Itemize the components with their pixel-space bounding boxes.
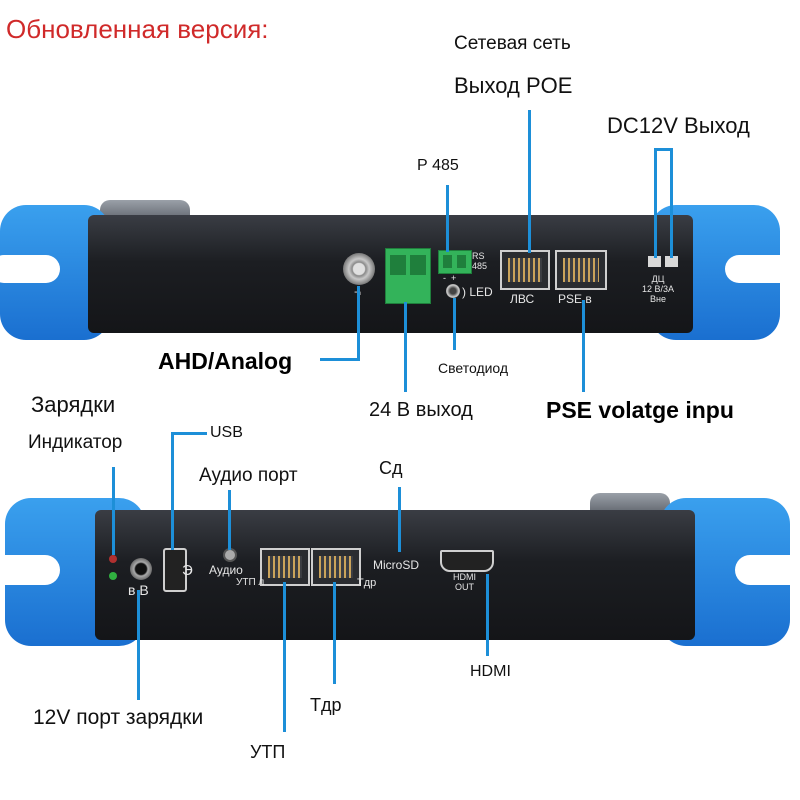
lan-device-label: ЛВС — [510, 292, 534, 306]
callout-pse — [582, 300, 585, 392]
label-hdmi: HDMI — [470, 663, 511, 681]
led-device-label: ) LED — [462, 285, 493, 299]
minus-plus-label: - + — [443, 273, 456, 283]
pse-port[interactable] — [555, 250, 607, 290]
callout-utp — [283, 582, 286, 732]
label-charging: Зарядки — [31, 392, 115, 418]
label-usb: USB — [210, 424, 243, 442]
callout-tdr — [333, 582, 336, 684]
callout-network — [528, 110, 531, 253]
callout-12v — [137, 590, 140, 700]
utp-device-label: УТП л — [236, 577, 264, 588]
tdr-port[interactable] — [311, 548, 361, 586]
charge-led-green — [109, 572, 117, 580]
audio-jack[interactable] — [223, 548, 237, 562]
label-dc12v-out: DC12V Выход — [607, 113, 750, 139]
pse-device-label: PSE в — [558, 292, 592, 306]
hdmi-device-label: HDMI OUT — [453, 572, 476, 592]
callout-audio — [228, 490, 231, 550]
dc-in-port[interactable] — [130, 558, 152, 580]
callout-dc12v-b — [670, 148, 673, 258]
right-bumper-cutout — [725, 255, 800, 283]
callout-dc12v-a — [654, 148, 657, 258]
label-24v-out: 24 В выход — [369, 399, 473, 422]
label-rs485: Р 485 — [417, 157, 459, 175]
callout-rs485 — [446, 185, 449, 252]
dc-device-label: ДЦ 12 В/3А Вне — [642, 274, 674, 304]
rs485-device-label: RS 485 — [472, 251, 487, 271]
label-utp: УТП — [250, 742, 285, 763]
callout-ahd-v — [357, 286, 360, 360]
charge-led-red — [109, 555, 117, 563]
label-tdr: Тдр — [310, 695, 342, 716]
label-led: Светодиод — [438, 360, 508, 376]
label-pse-input: PSE volatge inpu — [546, 397, 734, 424]
label-network: Сетевая сеть — [454, 33, 571, 55]
bnc-connector[interactable] — [343, 253, 375, 285]
terminal-24v[interactable] — [385, 248, 431, 304]
label-ahd: AHD/Analog — [158, 348, 292, 375]
callout-ahd-h — [320, 358, 360, 361]
left-bumper-cutout — [0, 255, 60, 283]
bottom-right-cutout — [735, 555, 800, 585]
audio-device-label: Аудио — [209, 563, 243, 577]
callout-usb-h — [171, 432, 207, 435]
hdmi-port[interactable] — [440, 550, 494, 572]
rs485-connector[interactable] — [438, 250, 472, 274]
led-indicator — [446, 284, 460, 298]
callout-dc12v-bar — [654, 148, 673, 151]
label-12v-port: 12V порт зарядки — [33, 706, 203, 730]
page-title: Обновленная версия: — [6, 14, 269, 45]
usb-device-symbol: Э — [182, 562, 193, 579]
label-poe-out: Выход POE — [454, 73, 572, 99]
microsd-device-label: MicroSD — [373, 558, 419, 572]
callout-sd — [398, 487, 401, 552]
callout-led — [453, 298, 456, 350]
callout-usb-v — [171, 432, 174, 550]
label-audio-port: Аудио порт — [199, 465, 298, 487]
callout-24v — [404, 302, 407, 392]
bottom-left-cutout — [0, 555, 60, 585]
lan-port[interactable] — [500, 250, 550, 290]
utp-port[interactable] — [260, 548, 310, 586]
callout-indicator — [112, 467, 115, 555]
label-indicator: Индикатор — [28, 432, 122, 454]
callout-hdmi — [486, 574, 489, 656]
tdr-device-label: Тдр — [357, 577, 376, 589]
label-sd: Сд — [379, 458, 403, 479]
